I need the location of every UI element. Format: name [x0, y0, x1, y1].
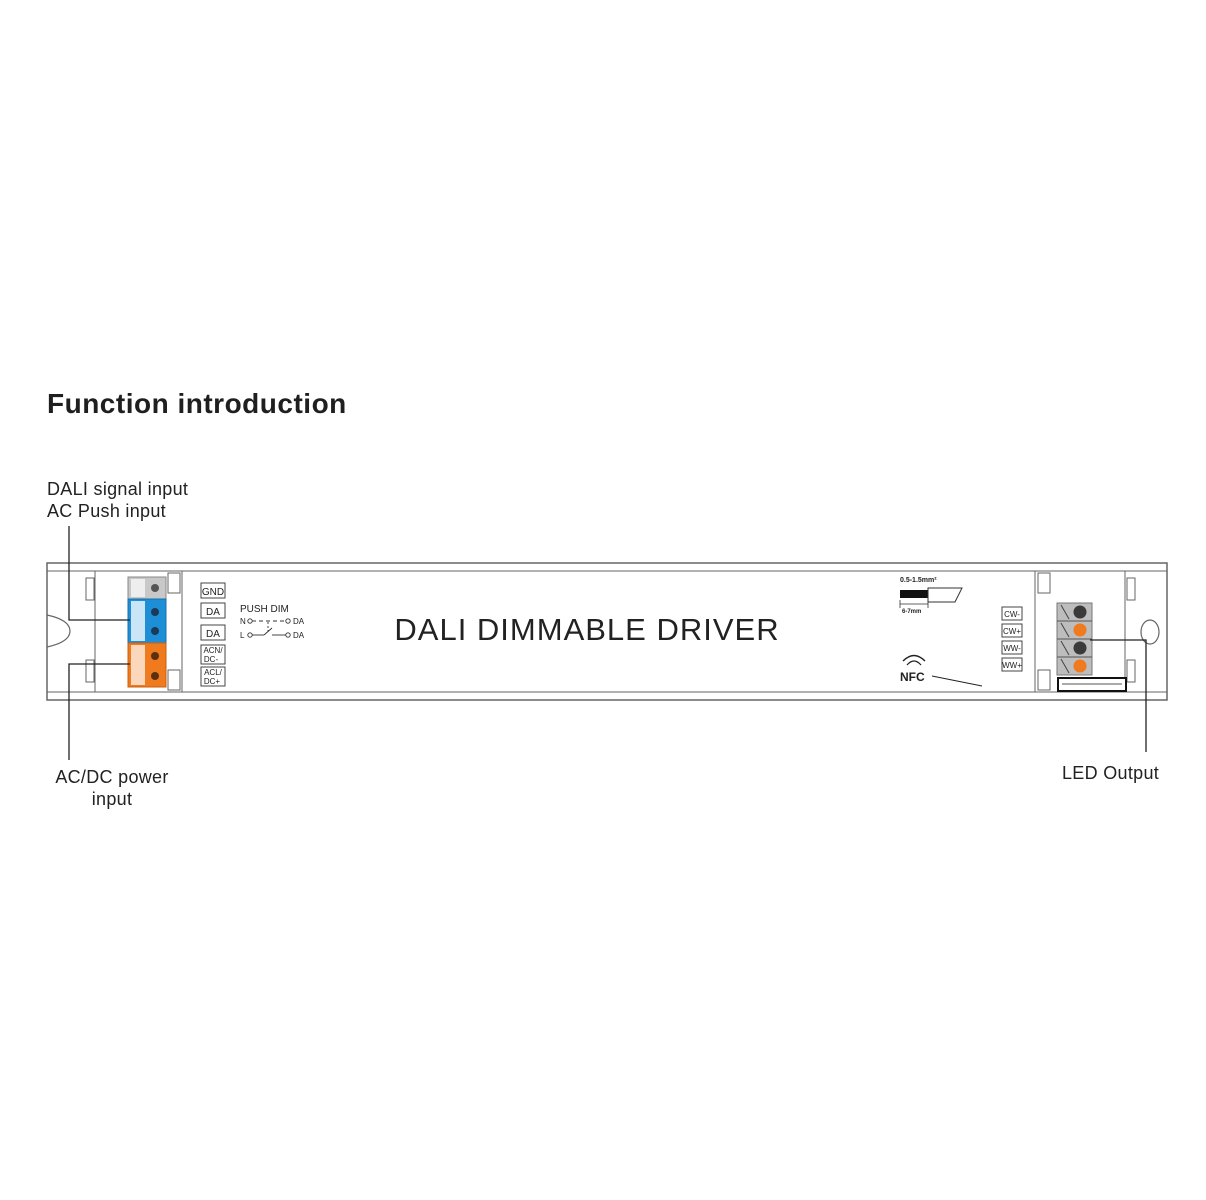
input-label-da2: DA	[206, 629, 220, 640]
input-label-gnd: GND	[202, 587, 224, 598]
output-label-cw-plus: CW+	[1003, 627, 1021, 636]
wire-cross-section-label: 0.5-1.5mm²	[900, 577, 937, 584]
driver-title: DALI DIMMABLE DRIVER	[394, 612, 779, 647]
nfc-label: NFC	[900, 670, 925, 684]
driver-housing	[46, 562, 1168, 701]
push-dim-n-label: N	[240, 617, 246, 626]
dali-signal-callout: DALI signal input AC Push input	[47, 478, 188, 522]
nfc-icon	[902, 654, 926, 666]
led-output-callout: LED Output	[1062, 763, 1160, 783]
input-label-acl: ACL/	[204, 668, 223, 677]
push-dim-schematic: PUSH DIM N DA L DA	[240, 604, 305, 640]
power-input-label-line1: AC/DC power	[55, 767, 169, 787]
input-label-dc-plus: DC+	[204, 677, 221, 686]
output-label-ww-plus: WW+	[1002, 661, 1022, 670]
push-dim-title: PUSH DIM	[240, 604, 289, 615]
output-label-boxes	[1001, 606, 1023, 672]
input-label-dc-minus: DC-	[204, 655, 219, 664]
push-dim-da-label-1: DA	[293, 617, 305, 626]
push-dim-l-label: L	[240, 631, 245, 640]
push-dim-da-label-2: DA	[293, 631, 305, 640]
dali-signal-label: DALI signal input	[47, 479, 189, 499]
output-label-ww-minus: WW-	[1003, 644, 1021, 653]
power-input-callout: AC/DC power input	[47, 766, 177, 810]
wire-strip-length-label: 6-7mm	[902, 609, 921, 615]
page-title: Function introduction	[47, 388, 347, 419]
input-label-boxes	[200, 582, 226, 687]
output-label-cw-minus: CW-	[1004, 610, 1020, 619]
input-label-da1: DA	[206, 607, 220, 618]
callout-leader-lines	[68, 526, 1147, 760]
wire-spec-graphic: 0.5-1.5mm² 6-7mm	[899, 577, 963, 615]
nfc-mark: NFC	[900, 654, 983, 687]
input-label-acn: ACN/	[203, 646, 223, 655]
output-terminal-block	[1056, 602, 1127, 692]
ac-push-label: AC Push input	[47, 501, 166, 521]
input-terminal-block	[127, 576, 167, 688]
power-input-label-line2: input	[91, 789, 133, 809]
